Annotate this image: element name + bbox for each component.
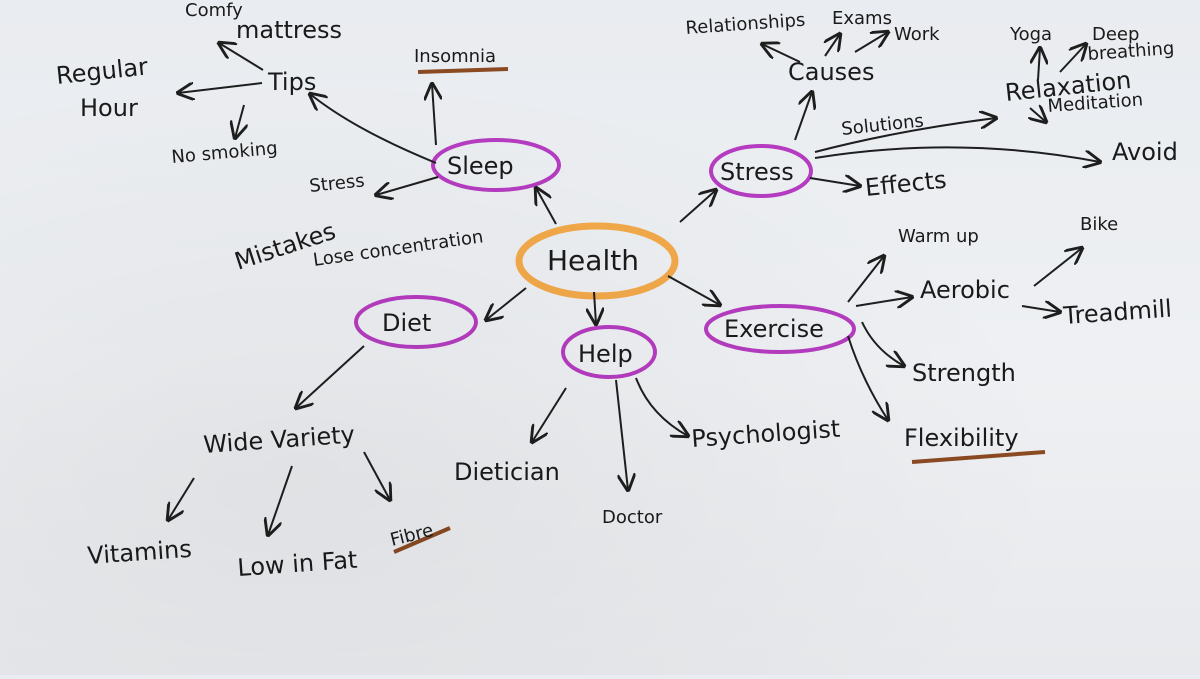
edge-diet-variety bbox=[296, 345, 365, 408]
edge-variety-lowfat bbox=[268, 465, 293, 535]
bike-label: Bike bbox=[1080, 214, 1118, 235]
edge-sleep-stress bbox=[376, 176, 439, 195]
sleep-ring bbox=[431, 138, 561, 192]
wide-variety-label: Wide Variety bbox=[202, 420, 355, 459]
causes-label: Causes bbox=[788, 58, 874, 86]
no-smoking-label: No smoking bbox=[171, 138, 279, 168]
warm-up-label: Warm up bbox=[898, 226, 979, 247]
fibre-label: Fibre bbox=[388, 520, 435, 551]
fibre-underline bbox=[393, 526, 451, 554]
exercise-label: Exercise bbox=[724, 315, 824, 343]
work-label: Work bbox=[894, 24, 940, 45]
edge-relaxation-yoga bbox=[1038, 48, 1040, 81]
insomnia-underline bbox=[417, 67, 509, 74]
edge-stress-causes bbox=[794, 92, 812, 141]
edge-causes-work bbox=[854, 32, 888, 53]
treadmill-label: Treadmill bbox=[1061, 294, 1172, 330]
edge-health-exercise bbox=[667, 275, 720, 305]
relationships-label: Relationships bbox=[685, 10, 806, 39]
tips-label: Tips bbox=[267, 68, 316, 96]
flexibility-underline bbox=[911, 450, 1046, 464]
lose-concentration-label: Lose concentration bbox=[312, 226, 485, 271]
aerobic-label: Aerobic bbox=[920, 276, 1010, 304]
diet-label: Diet bbox=[382, 309, 431, 337]
health-ring bbox=[515, 222, 679, 300]
edge-aerobic-bike bbox=[1033, 248, 1082, 287]
deep-label: Deep bbox=[1092, 24, 1139, 45]
exams-label: Exams bbox=[832, 8, 892, 29]
edge-aerobic-treadmill bbox=[1021, 306, 1060, 312]
exercise-ring bbox=[704, 304, 856, 354]
edge-exercise-warmup bbox=[847, 256, 884, 303]
diet-ring bbox=[354, 295, 478, 349]
edge-tips-mattress bbox=[219, 43, 264, 71]
psychologist-label: Psychologist bbox=[690, 415, 841, 453]
help-ring bbox=[561, 325, 657, 379]
edge-variety-fibre bbox=[363, 451, 390, 500]
low-in-fat-label: Low in Fat bbox=[236, 546, 358, 582]
center-label: Health bbox=[547, 244, 639, 277]
edge-causes-exams bbox=[825, 34, 840, 57]
dietician-label: Dietician bbox=[454, 458, 560, 486]
edge-exercise-flexibility bbox=[847, 335, 888, 420]
edge-health-sleep bbox=[536, 188, 557, 225]
doctor-label: Doctor bbox=[602, 507, 663, 528]
effects-label: Effects bbox=[864, 166, 948, 202]
edge-tips-nosmoking bbox=[235, 104, 244, 138]
comfy-label: Comfy bbox=[185, 0, 243, 21]
solutions-label: Solutions bbox=[840, 110, 924, 140]
edge-tips-regular bbox=[178, 82, 263, 93]
mattress-label: mattress bbox=[236, 16, 342, 44]
edge-stress-solutions bbox=[814, 118, 996, 153]
hour-label: Hour bbox=[80, 94, 138, 122]
edge-exercise-aerobic bbox=[855, 297, 912, 306]
edge-causes-relationships bbox=[762, 44, 801, 63]
sleep-label: Sleep bbox=[447, 152, 514, 180]
regular-label: Regular bbox=[55, 52, 150, 89]
edge-help-dietician bbox=[532, 387, 567, 442]
insomnia-label: Insomnia bbox=[414, 46, 496, 67]
yoga-label: Yoga bbox=[1009, 24, 1052, 45]
strength-label: Strength bbox=[912, 359, 1016, 387]
edge-exercise-strength bbox=[861, 321, 904, 366]
edge-variety-vitamins bbox=[168, 477, 195, 520]
edge-stress-avoid bbox=[814, 146, 1100, 162]
sleep-stress-label: Stress bbox=[308, 170, 365, 197]
stress-ring bbox=[709, 144, 813, 198]
edge-help-doctor bbox=[615, 379, 628, 490]
edge-health-help bbox=[594, 291, 596, 324]
edge-health-stress bbox=[679, 190, 716, 223]
edge-sleep-tips bbox=[310, 94, 437, 164]
edge-stress-effects bbox=[809, 178, 860, 186]
edge-help-psychologist bbox=[635, 377, 688, 436]
vitamins-label: Vitamins bbox=[86, 535, 192, 570]
avoid-label: Avoid bbox=[1112, 138, 1178, 166]
edge-sleep-insomnia bbox=[432, 84, 436, 146]
edge-health-diet bbox=[486, 287, 527, 320]
edge-relaxation-meditation bbox=[1030, 108, 1046, 122]
help-label: Help bbox=[578, 340, 633, 368]
stress-label: Stress bbox=[720, 158, 794, 186]
flexibility-label: Flexibility bbox=[904, 424, 1019, 452]
edge-relaxation-deep bbox=[1059, 44, 1086, 73]
